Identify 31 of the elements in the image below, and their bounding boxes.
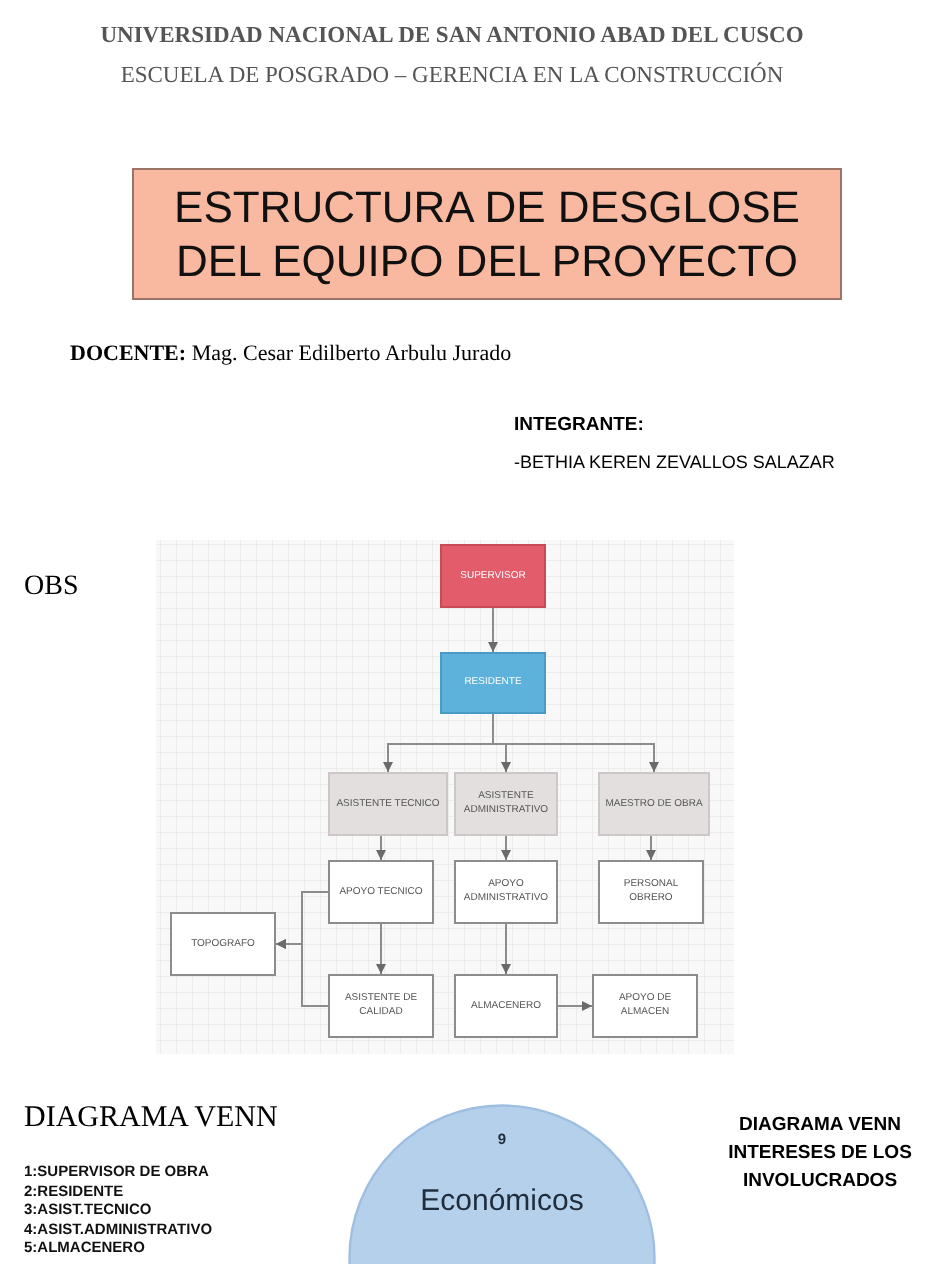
instructor-line: DOCENTE: Mag. Cesar Edilberto Arbulu Jurado — [70, 342, 514, 368]
connector-arrow — [275, 939, 329, 1007]
connector-arrow — [646, 835, 656, 861]
org-chart-box — [454, 772, 558, 836]
connector-arrow — [488, 607, 498, 653]
school-name: ESCUELA DE POSGRADO – GERENCIA EN LA CONSTRUCCIÓN — [118, 62, 786, 90]
section-heading: OBS — [24, 570, 81, 604]
org-chart-box — [592, 974, 698, 1038]
section-heading: DIAGRAMA VENN — [24, 1100, 280, 1136]
diagram-heading: DIAGRAMA VENN INTERESES DE LOS INVOLUCRADOS — [726, 1112, 914, 1196]
university-name: UNIVERSIDAD NACIONAL DE SAN ANTONIO ABAD DEL CUSCO — [98, 22, 806, 50]
org-chart-box — [440, 652, 546, 714]
org-chart-box — [598, 860, 704, 924]
title: ESTRUCTURA DE DESGLOSE DEL EQUIPO DEL PROYECTO — [172, 180, 802, 288]
org-chart-box — [598, 772, 710, 836]
member-name: -BETHIA KEREN ZEVALLOS SALAZAR — [514, 452, 837, 474]
connector-arrow — [376, 923, 386, 975]
connector-arrow — [501, 923, 511, 975]
org-chart-box — [328, 772, 448, 836]
org-chart-box — [454, 860, 558, 924]
org-chart-box — [454, 974, 558, 1038]
connector-arrow — [492, 713, 659, 773]
org-chart-box — [328, 974, 434, 1038]
org-chart-box — [170, 912, 276, 976]
section-heading: INTEGRANTE: — [514, 414, 646, 436]
connector-arrow — [376, 835, 386, 861]
venn-label: Económicos — [418, 1184, 586, 1220]
org-chart-box — [328, 860, 434, 924]
connector-arrow — [501, 835, 511, 861]
org-chart-box — [440, 544, 546, 608]
connector-arrow — [557, 1001, 593, 1011]
